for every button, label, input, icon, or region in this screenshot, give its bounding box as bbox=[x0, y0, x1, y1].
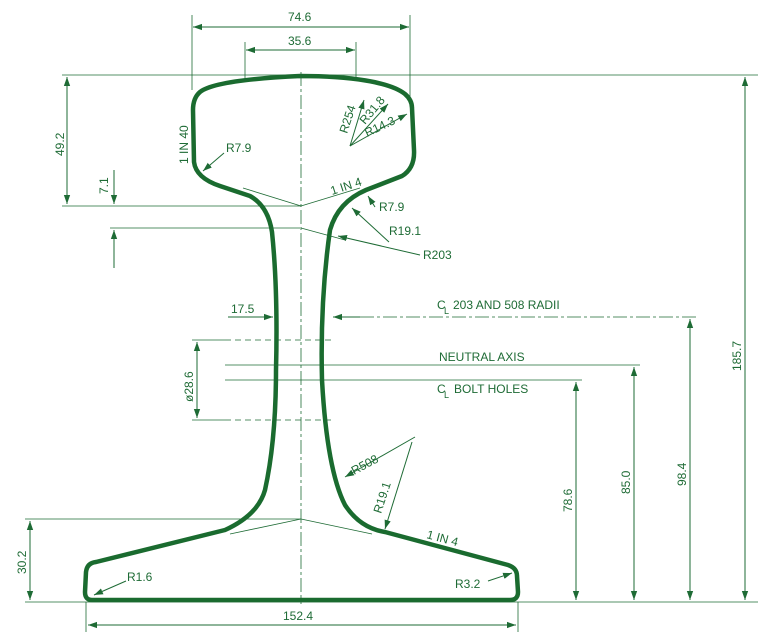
foot-taper-ref2 bbox=[300, 518, 373, 535]
leader-r14-3 bbox=[349, 113, 408, 147]
label-total-height: 185.7 bbox=[730, 341, 744, 371]
leader-r7-9-left bbox=[202, 152, 225, 172]
leader-r31-8 bbox=[349, 103, 389, 147]
label-r1-6: R1.6 bbox=[127, 570, 153, 584]
leader-r19-1-upper bbox=[351, 207, 390, 243]
web-upper-ref bbox=[300, 227, 346, 241]
label-foot-edge-height: 30.2 bbox=[15, 550, 29, 574]
label-bolt-hole-dia: ø28.6 bbox=[182, 371, 196, 402]
label-bolt-height: 78.6 bbox=[561, 488, 575, 512]
label-r19-1-lower: R19.1 bbox=[371, 480, 394, 515]
label-neutral-axis: NEUTRAL AXIS bbox=[439, 350, 525, 364]
label-cl-radii-c: C bbox=[437, 298, 446, 312]
label-foot-width: 152.4 bbox=[283, 609, 313, 623]
leader-r1-6 bbox=[93, 580, 127, 596]
label-neutral-height: 85.0 bbox=[619, 470, 633, 494]
label-web-thickness: 17.5 bbox=[231, 302, 255, 316]
label-r203: R203 bbox=[423, 248, 452, 262]
label-7-1: 7.1 bbox=[97, 177, 111, 194]
leader-r203 bbox=[337, 234, 421, 256]
label-cl-radii: 203 AND 508 RADII bbox=[453, 298, 560, 312]
label-head-side-taper: 1 IN 40 bbox=[177, 125, 191, 164]
label-cl-radii-l: L bbox=[444, 306, 449, 316]
label-r19-1-upper: R19.1 bbox=[389, 224, 421, 238]
leader-r508 bbox=[344, 436, 416, 478]
label-crown-width: 35.6 bbox=[288, 34, 312, 48]
label-head-width: 74.6 bbox=[288, 10, 312, 24]
label-radii-height: 98.4 bbox=[675, 462, 689, 486]
label-r3-2: R3.2 bbox=[455, 577, 481, 591]
label-head-depth: 49.2 bbox=[53, 132, 67, 156]
label-cl-bolt: BOLT HOLES bbox=[454, 382, 528, 396]
label-r7-9-left: R7.9 bbox=[226, 141, 252, 155]
label-r508: R508 bbox=[349, 452, 381, 478]
label-cl-bolt-l: L bbox=[444, 390, 449, 400]
label-r7-9-fillet: R7.9 bbox=[379, 200, 405, 214]
web-fillet-ref2 bbox=[300, 187, 361, 207]
foot-taper-ref bbox=[229, 518, 302, 535]
leader-r7-9-fillet bbox=[367, 195, 376, 208]
rail-profile-outline bbox=[82, 73, 521, 603]
label-r254: R254 bbox=[337, 103, 359, 135]
leader-r3-2 bbox=[487, 572, 513, 582]
leader-r254 bbox=[349, 99, 365, 147]
leader-r19-1-lower bbox=[384, 441, 413, 530]
web-fillet-ref bbox=[242, 187, 302, 207]
label-cl-bolt-c: C bbox=[437, 382, 446, 396]
